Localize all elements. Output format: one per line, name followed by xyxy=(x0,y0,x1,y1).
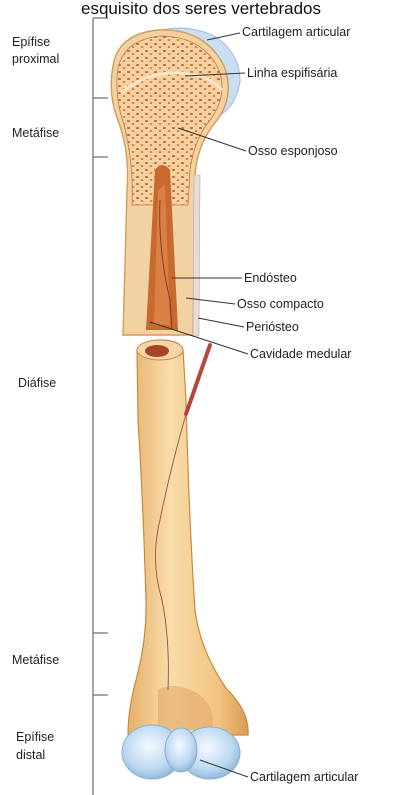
nutrient-vessel xyxy=(186,345,210,414)
medullary-cavity-cross-section xyxy=(145,345,169,357)
label-cartilagem-articular-bottom: Cartilagem articular xyxy=(250,770,358,784)
region-label-metafise-top: Metáfise xyxy=(12,126,59,140)
label-osso-esponjoso: Osso esponjoso xyxy=(248,144,338,158)
region-label-metafise-bottom: Metáfise xyxy=(12,653,59,667)
label-endosteo: Endósteo xyxy=(244,271,297,285)
region-label-epifise-distal: Epífise distal xyxy=(16,730,58,762)
label-osso-compacto: Osso compacto xyxy=(237,297,324,311)
label-periosteo: Periósteo xyxy=(246,320,299,334)
label-linha-espifisaria: Linha espifisária xyxy=(247,66,337,80)
region-label-epifise-proximal: Epífise proximal xyxy=(12,35,59,66)
leader-periosteo xyxy=(198,318,244,327)
lower-bone xyxy=(122,340,248,779)
label-cartilagem-articular-top: Cartilagem articular xyxy=(242,25,350,39)
header-text: esquisito dos seres vertebrados xyxy=(81,0,321,18)
diaphysis-shaft xyxy=(128,340,248,735)
region-label-diafise: Diáfise xyxy=(18,376,56,390)
articular-cartilage-bottom xyxy=(122,725,240,779)
label-cavidade-medular: Cavidade medular xyxy=(250,347,351,361)
periosteum-upper xyxy=(193,175,200,336)
